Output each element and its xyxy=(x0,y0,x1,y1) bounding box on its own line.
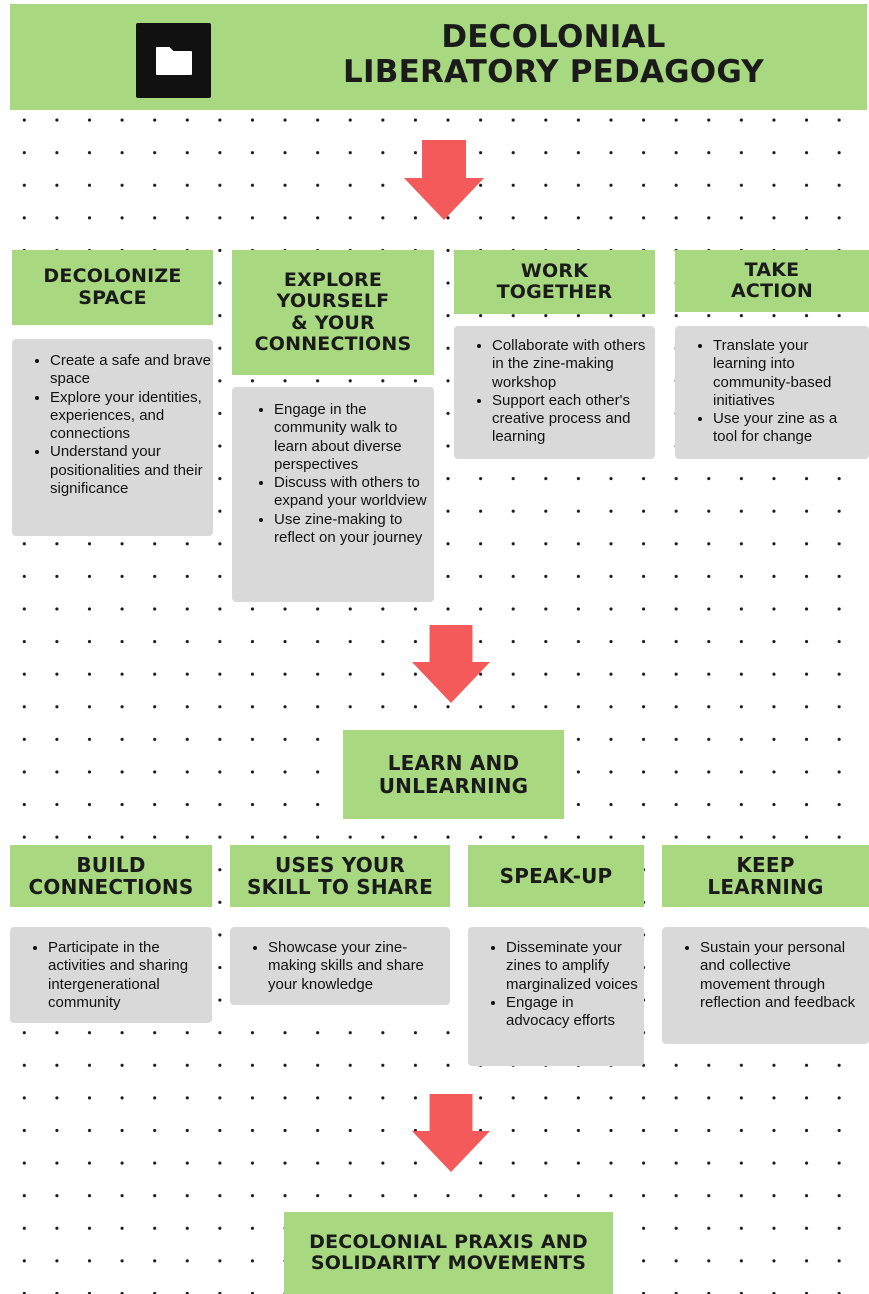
title-line-1: DECOLONIAL xyxy=(441,19,666,55)
stage2-heading-build-connections: BUILD CONNECTIONS xyxy=(10,845,212,907)
stage1-details-explore-yourself: Engage in the community walk to learn ab… xyxy=(232,387,434,602)
heading-line: TAKE xyxy=(744,258,800,281)
bullet-item: Discuss with others to expand your world… xyxy=(274,474,428,511)
down-arrow-icon xyxy=(404,140,484,220)
final-line-2: SOLIDARITY MOVEMENTS xyxy=(310,1252,587,1274)
stage2-details-keep-learning: Sustain your personal and collective mov… xyxy=(662,927,869,1044)
bullet-item: Participate in the activities and sharin… xyxy=(48,939,208,1012)
title-line-2: LIBERATORY PEDAGOGY xyxy=(343,53,764,90)
title-banner: DECOLONIAL LIBERATORY PEDAGOGY xyxy=(10,4,867,110)
middle-line-2: UNLEARNING xyxy=(378,773,529,798)
folder-icon-glyph xyxy=(155,46,192,75)
bullet-item: Support each other's creative process an… xyxy=(492,392,651,447)
heading-line: ACTION xyxy=(731,280,813,302)
final-outcome-box: DECOLONIAL PRAXIS AND SOLIDARITY MOVEMEN… xyxy=(284,1212,613,1294)
heading-line: EXPLORE xyxy=(283,268,383,291)
heading-line: SPACE xyxy=(78,286,147,309)
heading-line: KEEP xyxy=(736,852,795,877)
bullet-item: Engage in the community walk to learn ab… xyxy=(274,401,428,474)
middle-line-1: LEARN AND xyxy=(387,751,520,776)
bullet-item: Sustain your personal and collective mov… xyxy=(700,939,865,1012)
down-arrow-icon xyxy=(412,625,490,703)
learn-and-unlearning-box: LEARN AND UNLEARNING xyxy=(343,730,564,819)
final-line-1: DECOLONIAL PRAXIS AND xyxy=(309,1230,588,1253)
bullet-item: Create a safe and brave space xyxy=(50,352,213,389)
stage2-heading-keep-learning: KEEP LEARNING xyxy=(662,845,869,907)
stage2-details-uses-your-skill: Showcase your zine-making skills and sha… xyxy=(230,927,450,1005)
bullet-item: Disseminate your zines to amplify margin… xyxy=(506,939,640,994)
heading-line: SKILL TO SHARE xyxy=(247,875,433,899)
heading-line: DECOLONIZE xyxy=(43,265,182,288)
page-title: DECOLONIAL LIBERATORY PEDAGOGY xyxy=(250,20,857,89)
stage2-details-speak-up: Disseminate your zines to amplify margin… xyxy=(468,927,644,1066)
stage1-details-work-together: Collaborate with others in the zine-maki… xyxy=(454,326,655,459)
heading-line: TOGETHER xyxy=(496,281,613,303)
down-arrow-icon xyxy=(412,1094,490,1172)
folder-icon xyxy=(136,23,211,98)
stage1-heading-take-action: TAKE ACTION xyxy=(675,250,869,312)
bullet-item: Translate your learning into community-b… xyxy=(713,337,865,410)
stage1-heading-work-together: WORK TOGETHER xyxy=(454,250,655,314)
bullet-item: Collaborate with others in the zine-maki… xyxy=(492,337,651,392)
bullet-item: Use zine-making to reflect on your journ… xyxy=(274,511,428,548)
heading-line: CONNECTIONS xyxy=(254,332,412,355)
heading-line: YOURSELF xyxy=(276,290,390,313)
heading-line: USES YOUR xyxy=(275,852,405,877)
bullet-item: Use your zine as a tool for change xyxy=(713,410,865,447)
stage2-heading-speak-up: SPEAK-UP xyxy=(468,845,644,907)
heading-line: LEARNING xyxy=(707,875,824,899)
stage1-heading-decolonize-space: DECOLONIZE SPACE xyxy=(12,250,213,325)
heading-line: BUILD xyxy=(76,852,146,877)
stage2-details-build-connections: Participate in the activities and sharin… xyxy=(10,927,212,1023)
heading-line: & YOUR xyxy=(291,311,375,334)
stage1-details-decolonize-space: Create a safe and brave space Explore yo… xyxy=(12,339,213,536)
bullet-item: Understand your positionalities and thei… xyxy=(50,443,213,498)
stage1-heading-explore-yourself: EXPLORE YOURSELF & YOUR CONNECTIONS xyxy=(232,250,434,375)
bullet-item: Engage in advocacy efforts xyxy=(506,994,640,1031)
bullet-item: Explore your identities, experiences, an… xyxy=(50,389,213,444)
heading-line: WORK xyxy=(520,259,589,282)
stage1-details-take-action: Translate your learning into community-b… xyxy=(675,326,869,459)
bullet-item: Showcase your zine-making skills and sha… xyxy=(268,939,442,994)
stage2-heading-uses-your-skill: USES YOUR SKILL TO SHARE xyxy=(230,845,450,907)
heading-line: CONNECTIONS xyxy=(28,875,194,899)
heading-line: SPEAK-UP xyxy=(499,863,613,888)
